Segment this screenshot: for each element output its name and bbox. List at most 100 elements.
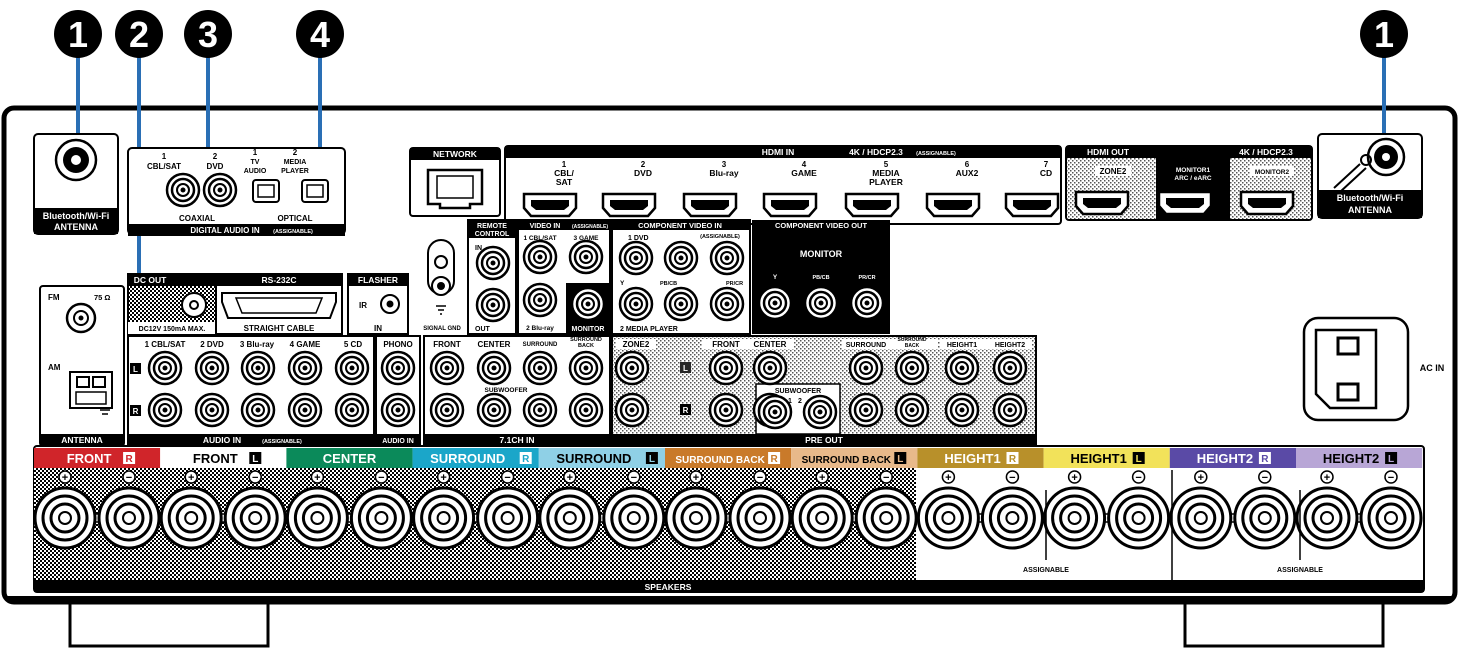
speaker-terminal-plus-3[interactable] xyxy=(285,486,349,550)
hdmi-out-monitor1[interactable] xyxy=(1157,190,1213,216)
speaker-terminal-plus-4[interactable] xyxy=(412,486,476,550)
hdmi-out-zone2[interactable] xyxy=(1074,190,1130,216)
video-in-jack-3[interactable] xyxy=(568,239,604,275)
ac-inlet[interactable] xyxy=(1302,316,1410,422)
network-port[interactable]: NETWORK xyxy=(409,147,501,217)
preout-l-jack-2[interactable] xyxy=(752,350,788,386)
comp-in-1-pb[interactable] xyxy=(663,240,699,276)
speaker-terminal-minus-6[interactable] xyxy=(728,486,792,550)
speaker-terminal-plus-10[interactable] xyxy=(1169,486,1233,550)
speaker-terminal-minus-7[interactable] xyxy=(854,486,918,550)
speaker-terminal-plus-9[interactable] xyxy=(1043,486,1107,550)
hdmi-in-jack-1[interactable] xyxy=(522,192,578,218)
ch71-in-l-jack-1[interactable] xyxy=(429,350,465,386)
speaker-terminal-minus-5[interactable] xyxy=(602,486,666,550)
hdmi-in-jack-6[interactable] xyxy=(925,192,981,218)
speaker-terminal-minus-11[interactable] xyxy=(1359,486,1423,550)
speaker-side-badge-1 xyxy=(123,452,136,464)
fm-jack[interactable] xyxy=(65,302,97,334)
preout-l-jack-4[interactable] xyxy=(894,350,930,386)
ch71-in-r-jack-3[interactable] xyxy=(522,392,558,428)
ch71-in-r-jack-1[interactable] xyxy=(429,392,465,428)
comp-out-pr[interactable] xyxy=(849,285,885,321)
speaker-terminal-plus-11[interactable] xyxy=(1295,486,1359,550)
signal-gnd[interactable]: SIGNAL GND xyxy=(423,239,461,332)
remote-out-jack[interactable] xyxy=(475,287,511,323)
rs232-port[interactable] xyxy=(221,292,337,319)
speaker-terminal-plus-8[interactable] xyxy=(916,486,980,550)
preout-l-jack-6[interactable] xyxy=(992,350,1028,386)
hdmi-in-jack-7[interactable] xyxy=(1004,192,1060,218)
preout-l-jack-3[interactable] xyxy=(848,350,884,386)
ch71-in-r-jack-4[interactable] xyxy=(568,392,604,428)
am-terminal[interactable] xyxy=(69,371,113,415)
flasher-jack[interactable] xyxy=(380,294,400,314)
phono-l-jack[interactable] xyxy=(380,350,416,386)
bt-antenna-left[interactable]: Bluetooth/Wi-Fi ANTENNA xyxy=(33,133,119,235)
preout-r-jack-3[interactable] xyxy=(848,392,884,428)
speaker-terminal-minus-1[interactable] xyxy=(97,486,161,550)
plus-sign-5 xyxy=(563,470,577,484)
audio-in-5-r-jack[interactable] xyxy=(334,392,370,428)
optical-jack-2[interactable] xyxy=(301,179,329,203)
comp-in-2-pb[interactable] xyxy=(663,286,699,322)
speaker-terminal-plus-6[interactable] xyxy=(664,486,728,550)
preout-subwoofer-2-jack[interactable] xyxy=(802,394,838,430)
video-out-monitor-jack[interactable] xyxy=(570,286,606,322)
speaker-terminal-plus-7[interactable] xyxy=(790,486,854,550)
preout-subwoofer-1-jack[interactable] xyxy=(757,394,793,430)
comp-out-pb[interactable] xyxy=(803,285,839,321)
preout-zone2-l-jack[interactable] xyxy=(614,350,650,386)
speaker-terminal-plus-2[interactable] xyxy=(159,486,223,550)
dc-out-jack[interactable] xyxy=(181,292,207,318)
speaker-terminal-minus-10[interactable] xyxy=(1233,486,1297,550)
speaker-terminal-minus-8[interactable] xyxy=(980,486,1044,550)
audio-in-1-l-jack[interactable] xyxy=(147,350,183,386)
coaxial-jack-2[interactable] xyxy=(202,172,238,208)
phono-r-jack[interactable] xyxy=(380,392,416,428)
audio-in-3-r-jack[interactable] xyxy=(240,392,276,428)
remote-in-jack[interactable] xyxy=(475,245,511,281)
preout-r-jack-5[interactable] xyxy=(944,392,980,428)
audio-in-4-l-jack[interactable] xyxy=(287,350,323,386)
speaker-terminal-minus-3[interactable] xyxy=(349,486,413,550)
ch71-in-l-jack-4[interactable] xyxy=(568,350,604,386)
ch71-in-l-jack-3[interactable] xyxy=(522,350,558,386)
comp-in-1-pr[interactable] xyxy=(709,240,745,276)
preout-r-jack-4[interactable] xyxy=(894,392,930,428)
preout-l-jack-5[interactable] xyxy=(944,350,980,386)
preout-l-jack-1[interactable] xyxy=(708,350,744,386)
preout-r-jack-6[interactable] xyxy=(992,392,1028,428)
audio-in-5-l-jack[interactable] xyxy=(334,350,370,386)
hdmi-in-jack-4[interactable] xyxy=(762,192,818,218)
preout-zone2-r-jack[interactable] xyxy=(614,392,650,428)
audio-in-4-r-jack[interactable] xyxy=(287,392,323,428)
hdmi-in-jack-2[interactable] xyxy=(601,192,657,218)
speaker-terminal-minus-4[interactable] xyxy=(476,486,540,550)
ch71-in-l-jack-2[interactable] xyxy=(476,350,512,386)
comp-out-y[interactable] xyxy=(757,285,793,321)
comp-in-2-y[interactable] xyxy=(618,286,654,322)
audio-in-2-l-jack[interactable] xyxy=(194,350,230,386)
speaker-terminal-plus-1[interactable] xyxy=(33,486,97,550)
plus-text-2: + xyxy=(188,472,194,484)
audio-in-3-l-jack[interactable] xyxy=(240,350,276,386)
audio-in-1-r-jack[interactable] xyxy=(147,392,183,428)
coaxial-jack-1[interactable] xyxy=(165,172,201,208)
comp-in-1-y[interactable] xyxy=(618,240,654,276)
comp-in-2-pr[interactable] xyxy=(709,286,745,322)
hdmi-in-jack-3[interactable] xyxy=(682,192,738,218)
speaker-terminal-minus-9[interactable] xyxy=(1107,486,1171,550)
ch71-in-r-jack-2[interactable] xyxy=(476,392,512,428)
bt-antenna-right[interactable]: Bluetooth/Wi-Fi ANTENNA xyxy=(1317,133,1423,219)
speaker-terminal-minus-2[interactable] xyxy=(223,486,287,550)
speaker-terminal-plus-5[interactable] xyxy=(538,486,602,550)
video-in-jack-2[interactable] xyxy=(522,282,558,318)
hdmi-in-jack-5[interactable] xyxy=(844,192,900,218)
optical-jack-1[interactable] xyxy=(252,179,280,203)
preout-r-jack-1[interactable] xyxy=(708,392,744,428)
flasher: FLASHER IR IN xyxy=(347,273,409,335)
video-in-jack-1[interactable] xyxy=(522,239,558,275)
hdmi-out-monitor2[interactable] xyxy=(1239,190,1295,216)
audio-in-2-r-jack[interactable] xyxy=(194,392,230,428)
